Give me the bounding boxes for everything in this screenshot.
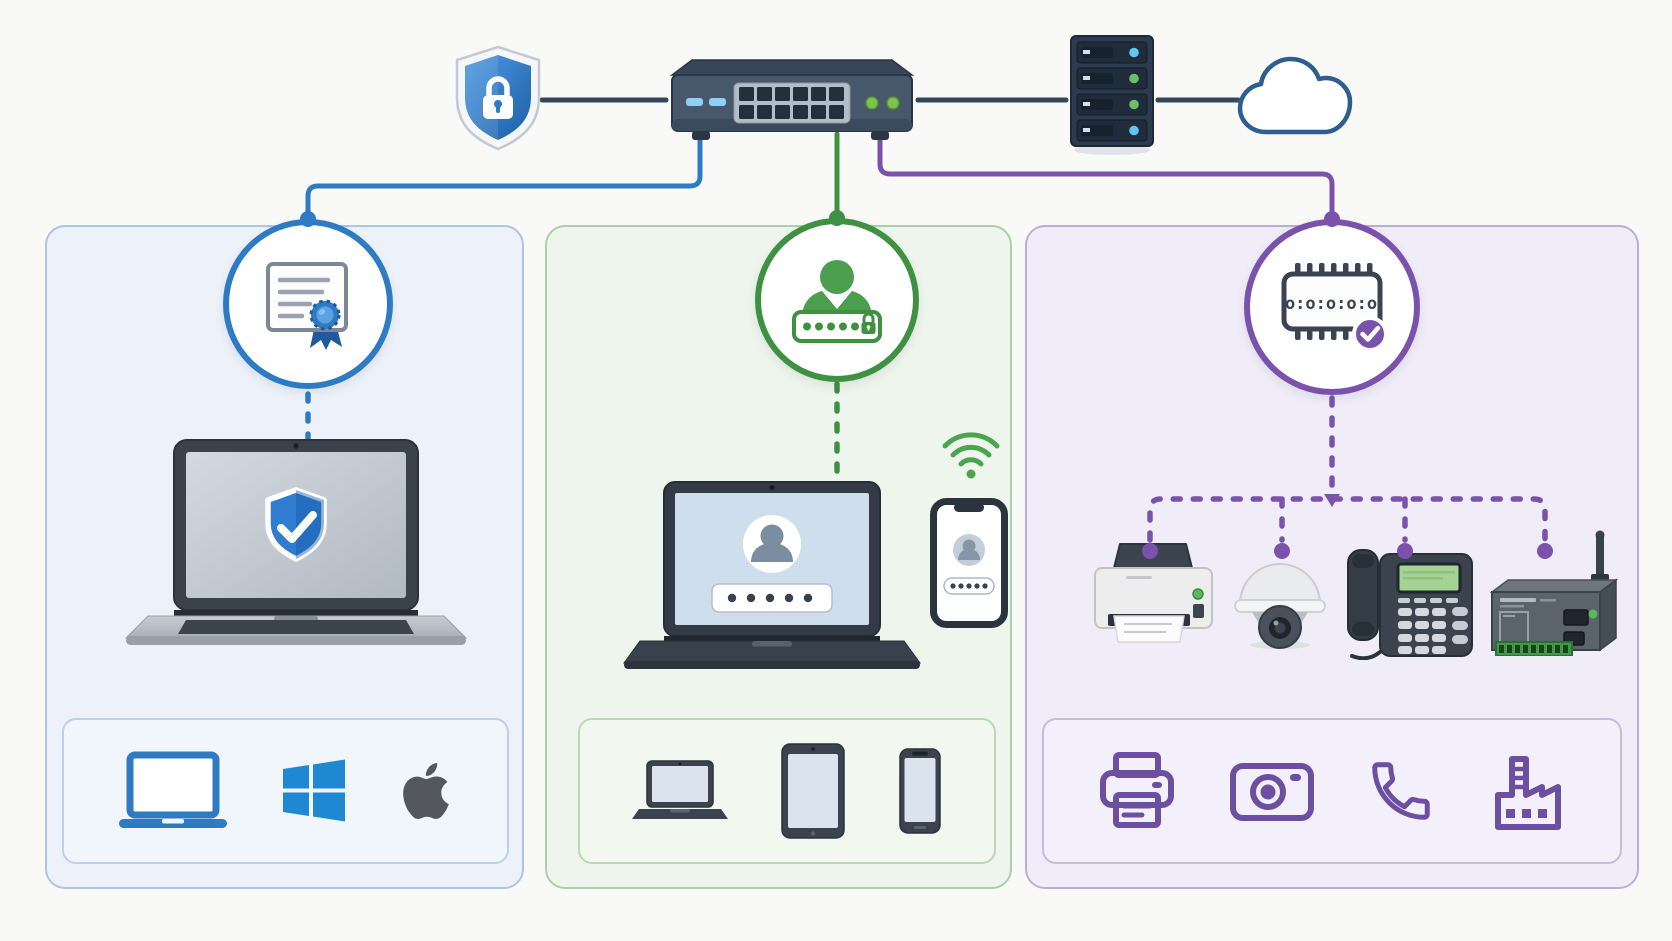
laptop-outline-icon [119,751,228,828]
user-password-icon [792,260,882,343]
mac-address-text: o:o:o:o:o [1285,294,1377,314]
password-field [711,583,833,613]
laptop-shield-device [122,436,470,654]
rack-unit [1076,67,1148,90]
network-switch [666,56,918,144]
phone-handset-icon [1372,762,1430,820]
certificate-badge [223,219,393,389]
footer-credential-devices [578,718,996,864]
antenna [1591,530,1609,582]
windows-logo [282,759,345,822]
mac-chip-icon: o:o:o:o:o [1281,263,1388,352]
phone-avatar [953,534,985,566]
industrial-gateway-device [1480,530,1630,656]
credentials-badge [755,218,919,382]
factory-icon [1495,756,1561,830]
ip-phone-device [1346,542,1474,660]
phone-keypad [1398,608,1446,654]
laptop-login-device [622,478,922,678]
footer-mac-devices [1042,718,1622,864]
wifi-icon [939,428,1003,482]
terminal-block [1495,641,1573,656]
phone-password-field [943,577,995,595]
tablet-icon [781,743,845,839]
shield-check-icon [265,487,327,562]
rack-unit [1076,41,1148,64]
login-avatar [743,515,801,573]
switch-ports [739,87,844,119]
cloud-icon [1232,50,1358,146]
dome-camera-device [1232,548,1328,650]
certificate-icon [266,262,348,350]
apple-logo [402,763,449,820]
shield-lock-icon [452,44,544,152]
camera-outline-icon [1230,763,1314,821]
rack-unit [1076,119,1148,142]
printer-device [1088,542,1218,648]
footer-certificate-devices [62,718,509,864]
printer-outline-icon [1100,752,1174,828]
smartphone-device [930,498,1008,628]
rack-unit [1076,93,1148,116]
mini-laptop-icon [632,760,728,819]
switch-uplink-leds [686,98,726,106]
smartphone-icon [899,748,941,834]
mac-badge: o:o:o:o:o [1244,219,1420,395]
server-rack [1066,34,1158,156]
switch-status-leds [865,96,900,110]
